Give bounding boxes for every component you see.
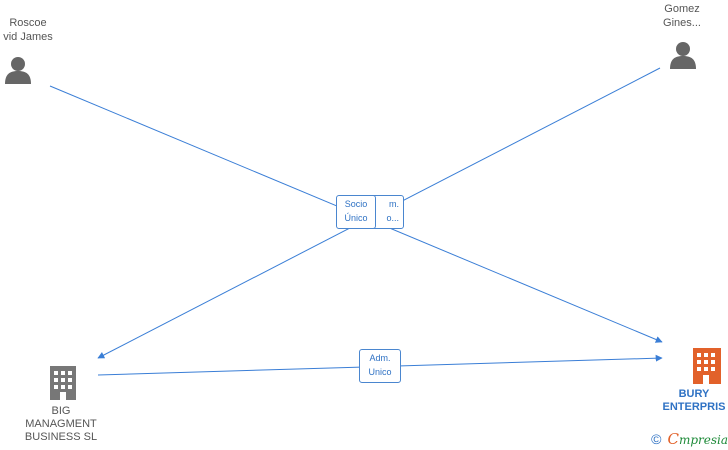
person-label[interactable]: Roscoe vid James — [0, 16, 58, 44]
edge-label-line1: m. — [389, 199, 399, 209]
person-name-line2: vid James — [3, 31, 53, 43]
copyright-symbol: © — [651, 431, 662, 447]
brand-initial: C — [667, 430, 679, 448]
person-icon[interactable] — [5, 57, 31, 84]
edge-label-line1: Adm. — [369, 353, 391, 363]
person-label[interactable]: Gomez Gines... — [652, 2, 712, 30]
person-icon[interactable] — [670, 42, 696, 69]
edge-label-line1: Socio — [344, 199, 368, 209]
edge-label-line2: o... — [386, 213, 399, 223]
company-label[interactable]: BURY ENTERPRIS — [662, 388, 726, 413]
brand-rest: mpresia — [678, 433, 728, 447]
edge-label[interactable]: Socio Único — [336, 195, 376, 229]
edge-label-line2: Único — [344, 213, 368, 223]
footer: © Cmpresia — [651, 430, 728, 448]
building-icon[interactable] — [50, 366, 76, 400]
person-name-line1: Roscoe — [9, 17, 47, 29]
person-name-line1: Gomez — [664, 3, 700, 15]
edge-label-line2: Unico — [368, 367, 392, 377]
person-name-line2: Gines... — [663, 17, 701, 29]
brand-logo[interactable]: Cmpresia — [667, 430, 728, 448]
edge-label[interactable]: Adm. Unico — [359, 349, 401, 383]
building-icon[interactable] — [693, 348, 721, 384]
company-label[interactable]: BIG MANAGMENT BUSINESS SL — [24, 405, 98, 443]
